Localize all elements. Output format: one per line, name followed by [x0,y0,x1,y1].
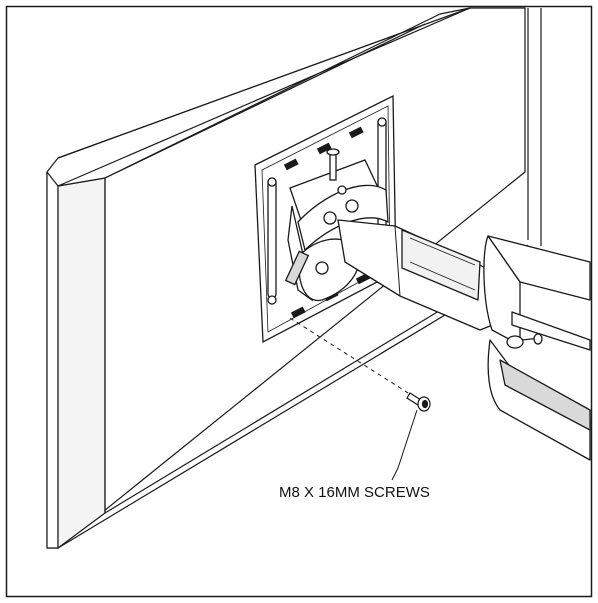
cabinet-corner [526,8,542,261]
screw-insertion-path [289,317,417,399]
callout-leader-line [391,409,418,481]
diagram-frame [5,5,593,598]
swing-arm [337,219,591,461]
screw-icon [406,392,431,412]
screw-callout-label: M8 X 16MM SCREWS [279,484,430,501]
